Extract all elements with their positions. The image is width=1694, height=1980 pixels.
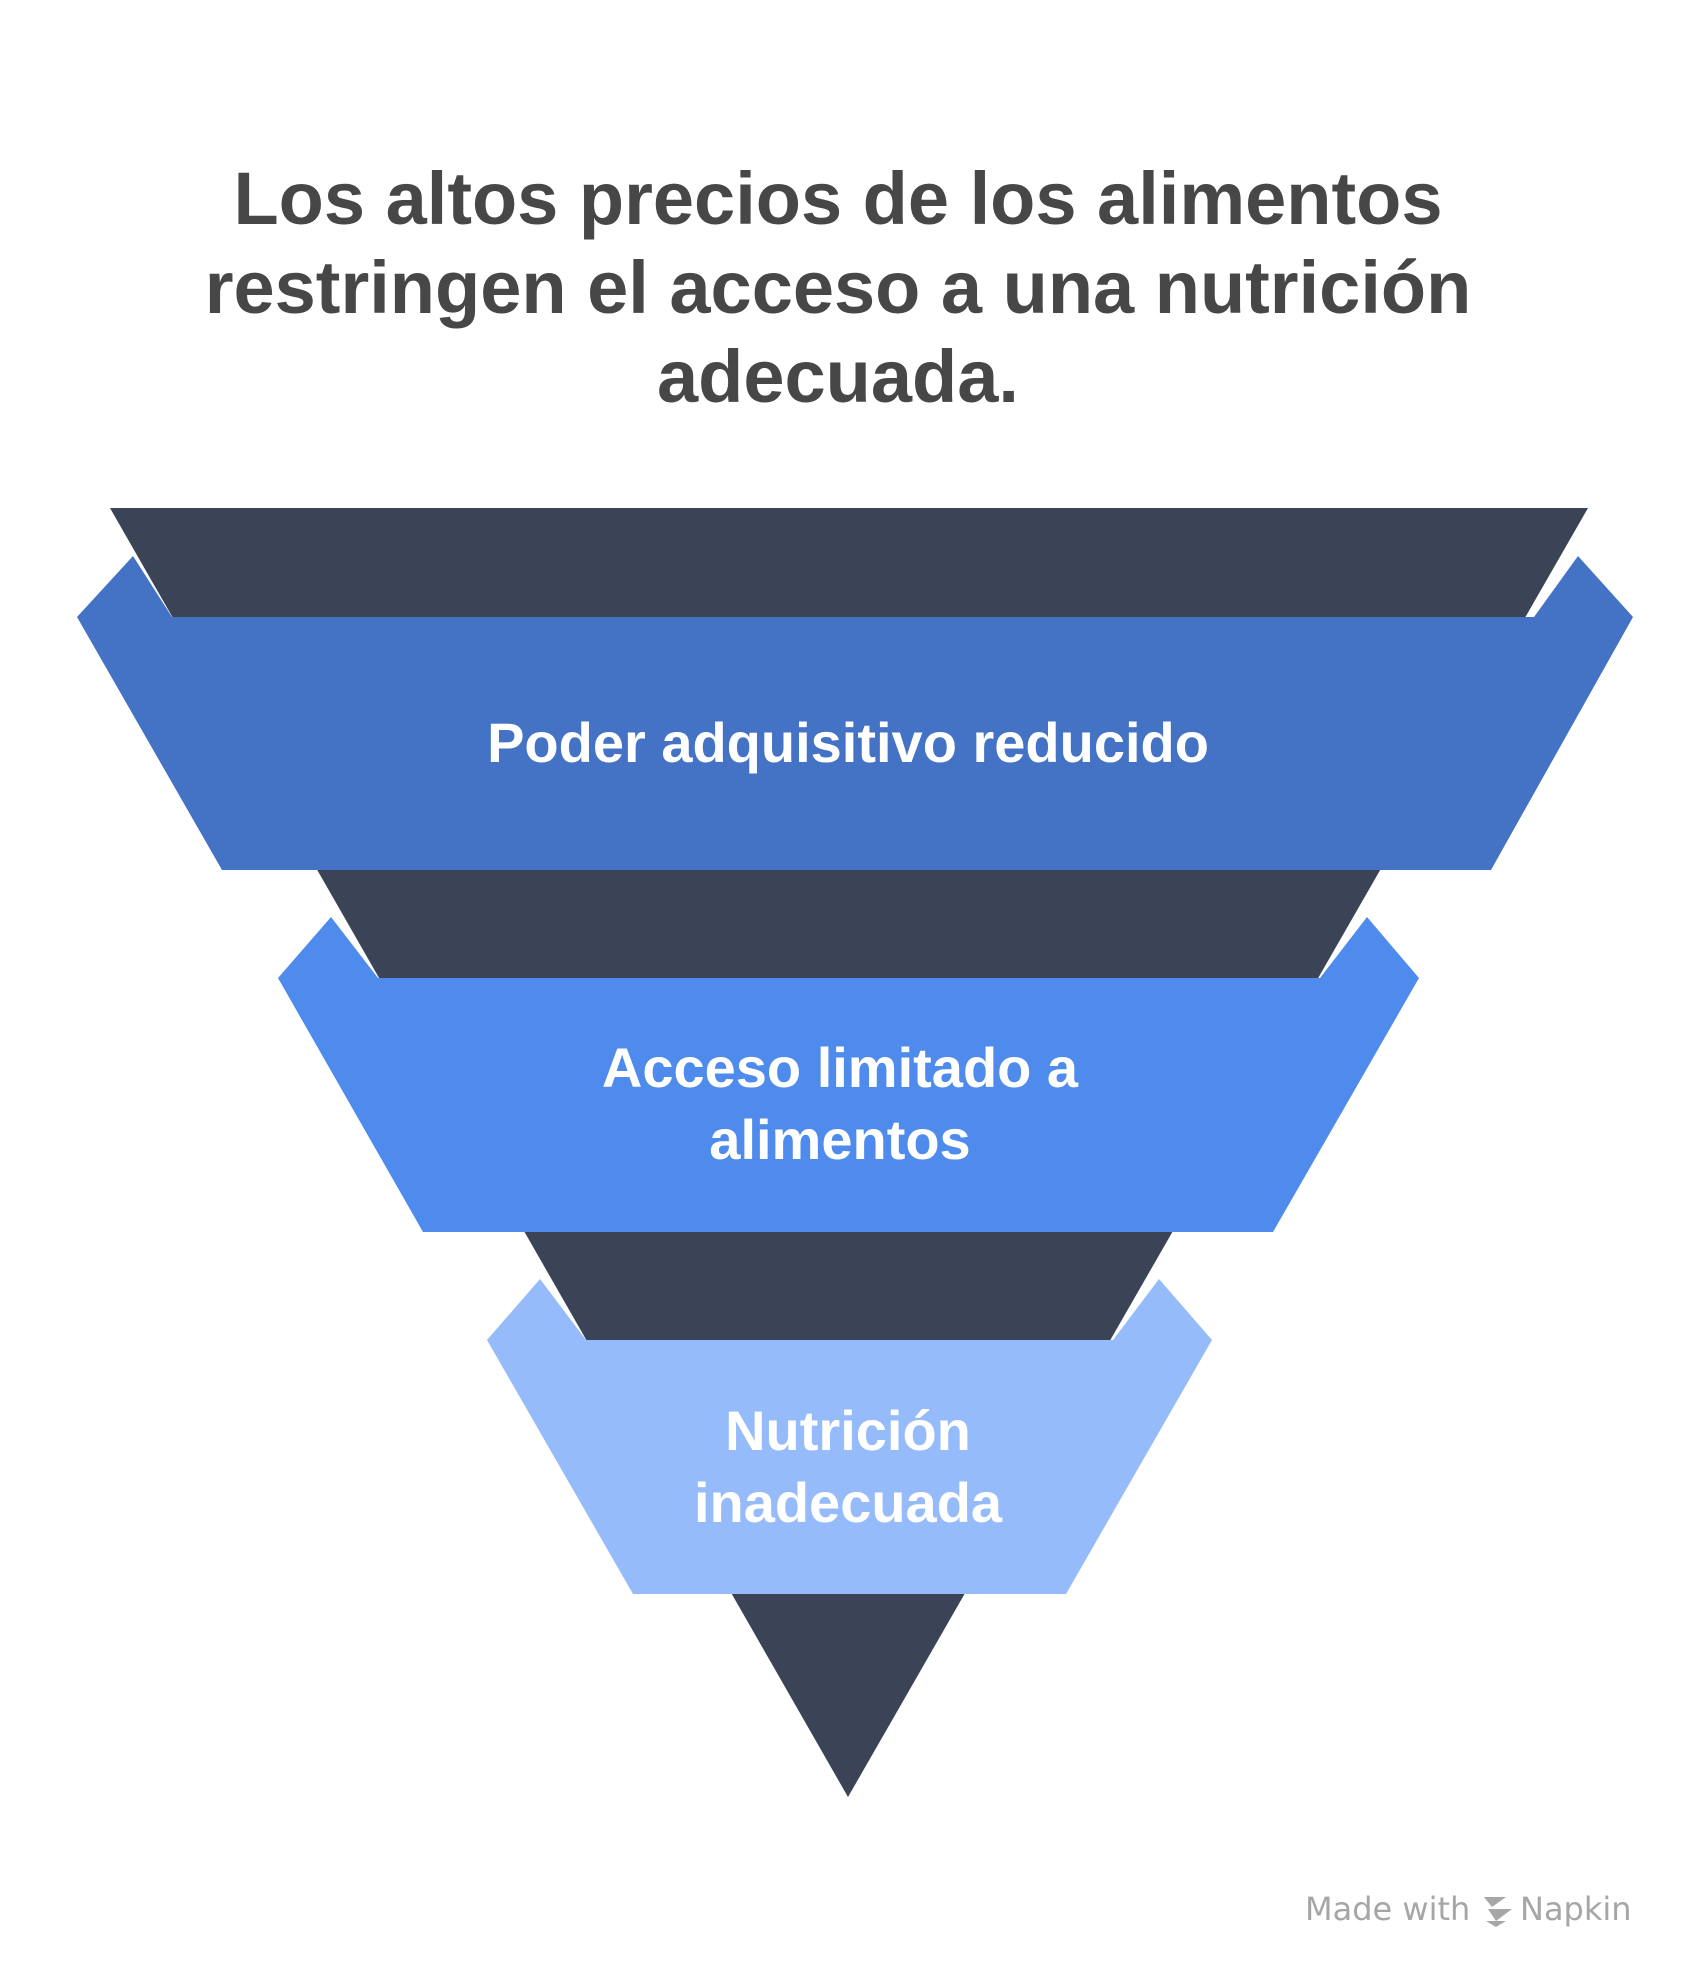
watermark-prefix: Made with <box>1305 1890 1470 1928</box>
diagram-title: Los altos precios de los alimentos restr… <box>205 157 1472 418</box>
stage-1-label: Poder adquisitivo reducido <box>487 711 1209 774</box>
stage-2-label-line-1: Acceso limitado a <box>602 1036 1079 1099</box>
stage-2-band <box>278 917 1419 1232</box>
stage-1-band <box>77 556 1633 870</box>
stage-3-label-line-2: inadecuada <box>694 1471 1003 1534</box>
stage-2-label-line-2: alimentos <box>709 1108 970 1171</box>
funnel-stage-2: Acceso limitado a alimentos <box>278 917 1419 1232</box>
stage-3-band <box>487 1279 1212 1594</box>
title-line-2: restringen el acceso a una nutrición <box>205 246 1472 329</box>
funnel-stage-3: Nutrición inadecuada <box>487 1279 1212 1594</box>
stage-3-label-line-1: Nutrición <box>725 1399 971 1462</box>
made-with-napkin-watermark: Made with Napkin <box>1305 1890 1632 1928</box>
watermark-brand: Napkin <box>1520 1890 1632 1928</box>
napkin-logo-icon <box>1484 1897 1512 1927</box>
title-line-3: adecuada. <box>657 335 1019 418</box>
funnel-stage-1: Poder adquisitivo reducido <box>77 556 1633 870</box>
title-line-1: Los altos precios de los alimentos <box>233 157 1442 240</box>
